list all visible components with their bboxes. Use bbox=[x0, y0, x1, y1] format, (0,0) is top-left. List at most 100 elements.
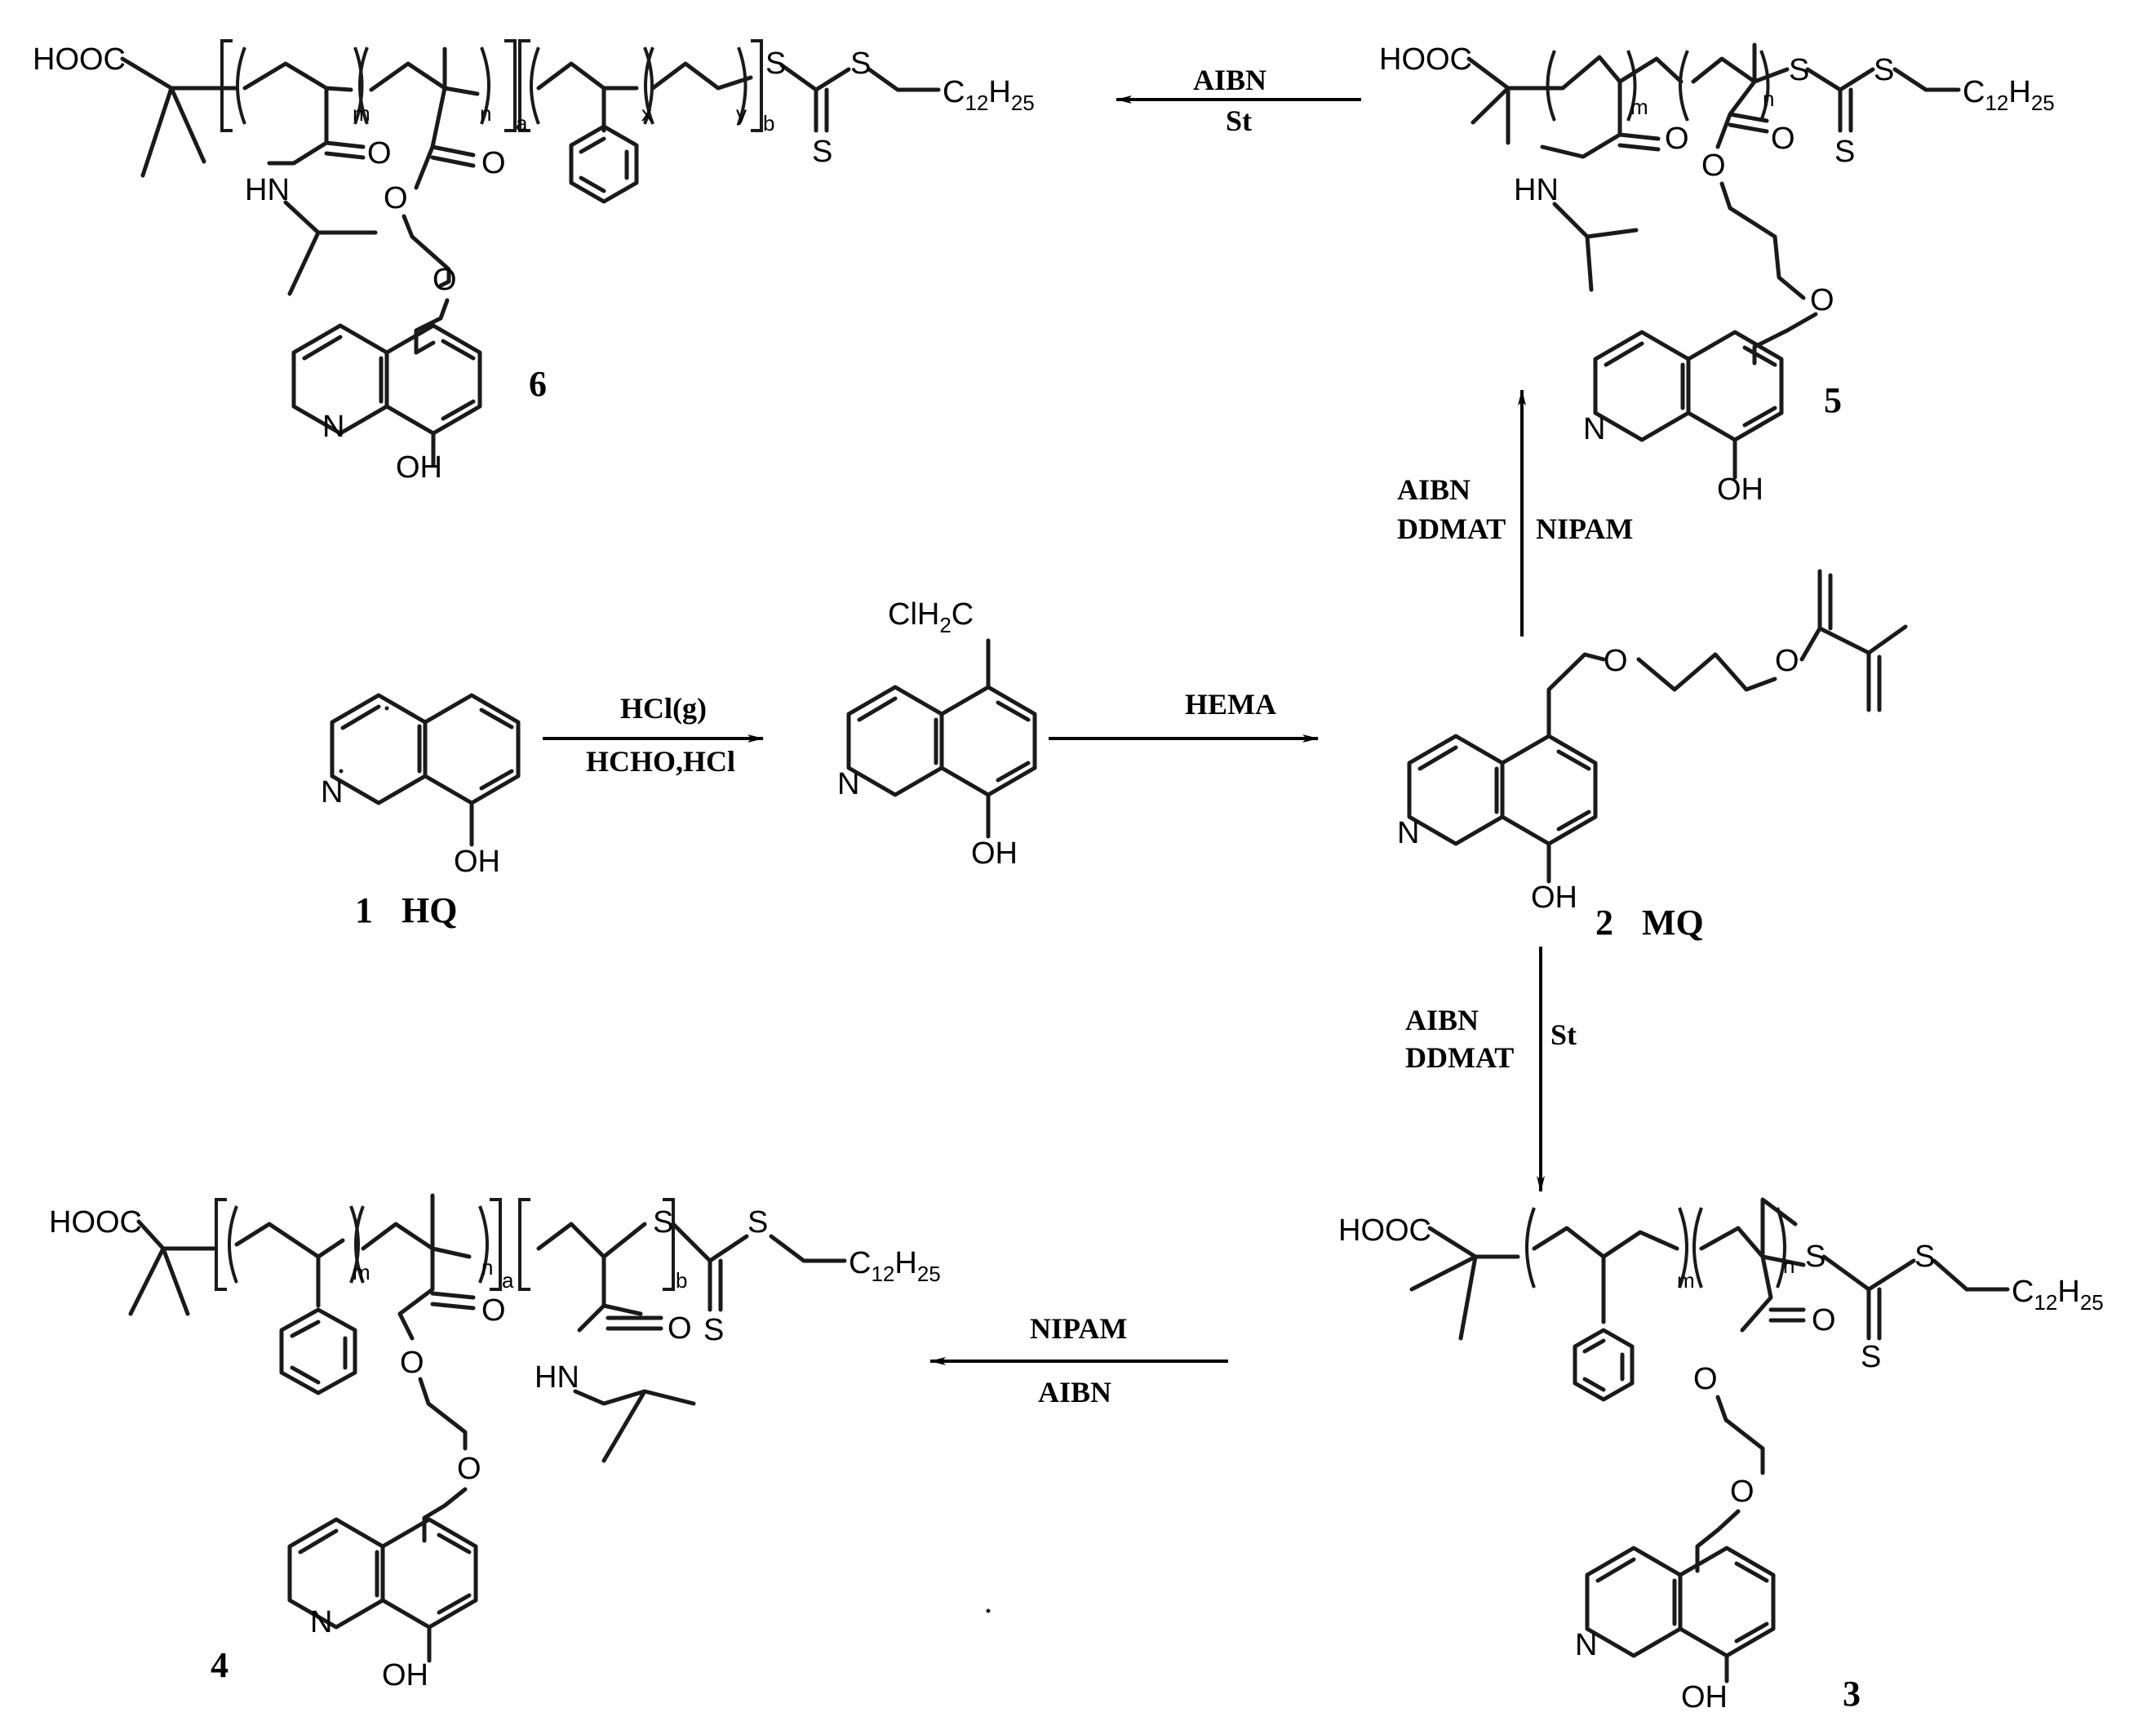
cmhq-oh: OH bbox=[971, 836, 1018, 871]
c6-sub-n: n bbox=[480, 101, 491, 126]
mq-n: N bbox=[1397, 816, 1419, 850]
c3-n: N bbox=[1575, 1628, 1597, 1662]
mq-oh: OH bbox=[1531, 881, 1577, 915]
c5-hn: HN bbox=[1514, 173, 1559, 207]
c6-n: N bbox=[322, 410, 344, 444]
c4-n: N bbox=[310, 1605, 332, 1639]
c5-o-ester: O bbox=[1771, 122, 1795, 156]
c6-o-carbonyl: O bbox=[367, 136, 392, 171]
c4-o-carbonyl: O bbox=[481, 1293, 506, 1328]
c6-sub-y: y bbox=[736, 101, 747, 126]
c6-o-ether: O bbox=[433, 263, 457, 297]
c5-o-ester2: O bbox=[1701, 149, 1726, 183]
c5-n: N bbox=[1583, 412, 1605, 446]
c5-sub-n: n bbox=[1763, 86, 1774, 111]
c3-s2: S bbox=[1914, 1240, 1935, 1274]
compound-2-number: 2 bbox=[1595, 903, 1613, 943]
c5-hooc: HOOC bbox=[1379, 42, 1472, 77]
c3-c12h25: C12H25 bbox=[2012, 1275, 2104, 1315]
c6-hn: HN bbox=[245, 173, 290, 207]
cond-to5-ddmat: DDMAT bbox=[1397, 512, 1506, 545]
c5-c12h25: C12H25 bbox=[1963, 75, 2055, 115]
c6-sub-x: x bbox=[641, 101, 652, 126]
c6-hooc: HOOC bbox=[33, 42, 126, 77]
hq-n: N bbox=[321, 775, 343, 810]
compound-1-number: 1 bbox=[355, 890, 373, 930]
hq-oh: OH bbox=[454, 845, 500, 879]
c4-hooc: HOOC bbox=[49, 1205, 142, 1240]
c6-c12h25: C12H25 bbox=[943, 75, 1035, 115]
c5-o-carbonyl: O bbox=[1665, 122, 1689, 156]
c5-s2: S bbox=[1874, 53, 1894, 87]
c3-s1: S bbox=[1805, 1240, 1826, 1274]
structure-chloromethyl-hq: ClH2C N OH bbox=[837, 597, 1037, 1613]
c4-sub-m: m bbox=[353, 1260, 370, 1284]
cond-hema: HEMA bbox=[1185, 688, 1276, 721]
c4-c12h25: C12H25 bbox=[849, 1246, 941, 1286]
mq-o1: O bbox=[1604, 644, 1628, 678]
c6-s-thione: S bbox=[812, 135, 832, 169]
structure-hq: N OH bbox=[321, 693, 521, 879]
compound-5-label: 5 bbox=[1824, 380, 1842, 420]
c3-oh: OH bbox=[1681, 1680, 1728, 1714]
c4-s2: S bbox=[748, 1205, 768, 1240]
c5-o-ether: O bbox=[1810, 283, 1834, 317]
cond-to6-st: St bbox=[1226, 104, 1252, 137]
c6-o-ester2: O bbox=[384, 181, 408, 215]
cond-to6-aibn: AIBN bbox=[1193, 64, 1267, 96]
c3-o-ester: O bbox=[1693, 1362, 1718, 1396]
compound-labels: 1 HQ 2 MQ 3 4 5 6 bbox=[211, 364, 1861, 1714]
c6-oh: OH bbox=[396, 450, 442, 485]
c4-sub-a: a bbox=[502, 1268, 514, 1293]
cond-to4-nipam: NIPAM bbox=[1030, 1312, 1127, 1345]
compound-6-label: 6 bbox=[529, 364, 547, 404]
compound-2-name: MQ bbox=[1642, 903, 1704, 943]
c3-o-ether: O bbox=[1730, 1475, 1755, 1509]
c3-sub-n: n bbox=[1783, 1253, 1794, 1278]
structure-5: HOOC O HN O O O N OH S S S C12H25 m n bbox=[1379, 42, 2055, 507]
c3-s-thione: S bbox=[1861, 1340, 1881, 1374]
c6-sub-b: b bbox=[763, 111, 774, 135]
structure-4: HOOC O O O N OH O HN S S S C12H25 m n a … bbox=[49, 1193, 941, 1692]
c4-sub-n: n bbox=[481, 1255, 493, 1280]
c4-o-ester: O bbox=[400, 1346, 424, 1380]
compound-1-name: HQ bbox=[401, 890, 457, 930]
c4-hn: HN bbox=[535, 1360, 579, 1395]
c5-sub-m: m bbox=[1630, 95, 1648, 119]
c6-s1: S bbox=[765, 47, 786, 81]
structure-mq: O O N OH bbox=[1397, 569, 1908, 915]
cond-to5-aibn: AIBN bbox=[1397, 473, 1471, 506]
c4-s1: S bbox=[653, 1205, 673, 1240]
cond-to4-aibn: AIBN bbox=[1038, 1376, 1111, 1408]
c4-sub-b: b bbox=[676, 1268, 687, 1293]
c4-o-ether: O bbox=[457, 1452, 481, 1486]
cond-to3-st: St bbox=[1550, 1018, 1577, 1051]
structure-6: HOOC O HN O O O N OH S S S C12H25 m n bbox=[33, 39, 1035, 485]
mq-o2: O bbox=[1775, 644, 1799, 678]
structure-3: HOOC O O O N OH S S S C12H25 m n bbox=[1338, 1197, 2104, 1714]
c6-sub-a: a bbox=[516, 111, 528, 135]
c5-s-thione: S bbox=[1834, 135, 1855, 169]
c6-o-ester: O bbox=[481, 146, 506, 180]
cond-hq-bottom: HCHO,HCl bbox=[586, 745, 735, 778]
c5-oh: OH bbox=[1717, 472, 1763, 507]
c5-s1: S bbox=[1789, 53, 1809, 87]
c4-oh: OH bbox=[382, 1658, 428, 1692]
compound-4-label: 4 bbox=[211, 1645, 228, 1685]
c6-sub-m: m bbox=[353, 101, 370, 126]
c3-sub-m: m bbox=[1677, 1268, 1695, 1293]
c3-hooc: HOOC bbox=[1338, 1213, 1431, 1248]
reaction-arrows bbox=[543, 95, 1545, 1365]
cond-to5-nipam: NIPAM bbox=[1536, 512, 1633, 545]
cmhq-n: N bbox=[837, 767, 859, 801]
cmhq-cl: ClH2C bbox=[888, 597, 974, 637]
c4-o-amide: O bbox=[668, 1311, 692, 1346]
c6-s2: S bbox=[850, 47, 871, 81]
c4-s-thione: S bbox=[703, 1313, 724, 1347]
cond-hq-top: HCl(g) bbox=[620, 692, 707, 725]
cond-to3-ddmat: DDMAT bbox=[1405, 1041, 1514, 1074]
compound-3-label: 3 bbox=[1843, 1674, 1861, 1714]
c3-o-carbonyl: O bbox=[1812, 1303, 1836, 1337]
cond-to3-aibn: AIBN bbox=[1405, 1004, 1479, 1036]
